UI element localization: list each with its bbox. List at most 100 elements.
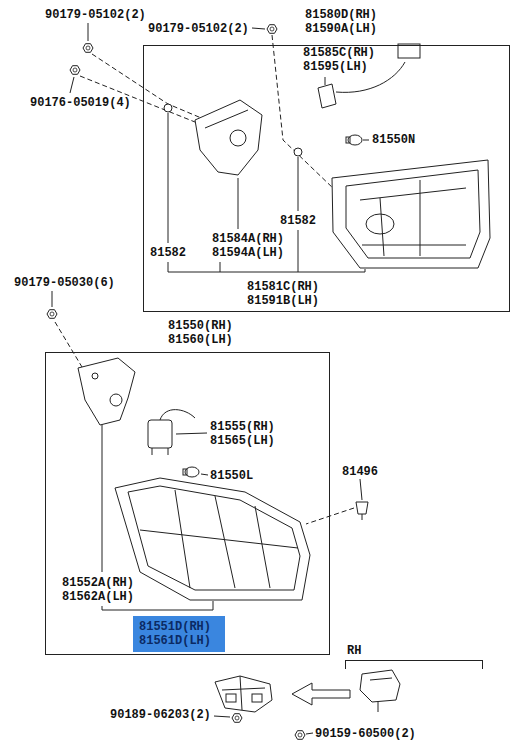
lamp-lens [175, 490, 190, 588]
lamp-lens [360, 188, 466, 200]
bracket-part [215, 676, 272, 712]
bracket-plate [230, 130, 246, 146]
leader-line [70, 77, 74, 93]
socket-wire [318, 84, 336, 108]
part-number: 81584A(RH) 81594A(LH) [212, 232, 291, 260]
part-number: 90179-05102(2) [148, 22, 249, 36]
socket-wire [148, 420, 172, 448]
parts-illustration [47, 23, 490, 739]
leader-line [168, 113, 169, 243]
leader-line [238, 178, 239, 229]
bolt-symbol [295, 731, 305, 740]
lamp-lens [115, 478, 310, 600]
part-number: 81582 [280, 214, 316, 228]
bracket-part [222, 688, 265, 690]
part-number: 81552A(RH) 81562A(LH) [62, 576, 141, 604]
washer [294, 148, 302, 156]
part-number: 90179-05030(6) [14, 276, 115, 290]
lamp-lens [332, 160, 490, 268]
leader-line [52, 23, 369, 734]
part-number: 81585C(RH) 81595(LH) [303, 46, 382, 74]
part-number-holder: 81585C(RH) 81595(LH) [303, 46, 382, 74]
lamp-lens [332, 160, 490, 268]
bolt-symbol [47, 310, 57, 319]
part-number-holder: 81581C(RH) 81591B(LH) [247, 280, 326, 308]
highlight-text: 81551D(RH) 81561D(LH) [139, 620, 218, 648]
leader-line [201, 474, 208, 475]
leader-line [360, 479, 362, 500]
lamp-lens [115, 478, 310, 600]
bulb [346, 137, 350, 143]
detail-bracket: RH [345, 660, 483, 669]
bolt-symbol [70, 66, 80, 75]
bracket-part [360, 670, 400, 712]
direction-arrow [292, 683, 350, 705]
highlight-box: 81551D(RH) 81561D(LH) [133, 616, 225, 652]
part-number-holder: 81550L [210, 469, 253, 483]
bracket-plate [78, 358, 135, 425]
part-number-holder: 81584A(RH) 81594A(LH) [212, 232, 291, 260]
assembly-heading: RH [347, 644, 483, 658]
bolt-symbol [232, 714, 242, 723]
leader-line [176, 433, 207, 434]
lamp-lens [366, 214, 394, 234]
bracket-part [226, 694, 236, 702]
bolt-symbol [47, 25, 305, 740]
leader-line [298, 230, 299, 272]
part-number: 90179-05102(2) [45, 8, 146, 22]
part-number: 90189-06203(2) [110, 708, 211, 722]
leader-line [252, 28, 265, 29]
lamp-lens [380, 198, 384, 256]
bulb [183, 469, 187, 475]
part-number-holder: 81496 [342, 465, 378, 479]
assembly-dash-line [55, 322, 85, 372]
lamp-lens [140, 530, 298, 548]
bracket-plate [110, 394, 122, 406]
washer [164, 104, 302, 156]
leader-line [220, 262, 221, 272]
bracket-part [252, 694, 262, 702]
lamp-lens [362, 245, 466, 246]
bolt-symbol [267, 25, 277, 34]
clip [356, 502, 368, 514]
socket-wire [168, 448, 169, 455]
part-number-holder: 90159-60500(2) [315, 727, 416, 741]
lamp-lens [255, 506, 270, 588]
lamp-lens [215, 496, 235, 588]
assembly-box: 81550(RH) 81560(LH)81551D(RH) 81561D(LH) [45, 352, 330, 655]
bracket-plate [195, 100, 262, 175]
part-number-holder: 81582 [150, 246, 186, 260]
part-number: 81496 [342, 465, 378, 479]
part-number-holder: 90189-06203(2) [110, 708, 211, 722]
assembly-heading: 81580D(RH) 81590A(LH) [305, 8, 384, 36]
part-number: 90159-60500(2) [315, 727, 416, 741]
part-number-holder: 81582 [280, 214, 316, 228]
bulb [183, 467, 199, 477]
part-number-holder: 90179-05030(6) [14, 276, 115, 290]
lamp-lens [420, 180, 421, 256]
leader-line [363, 140, 369, 141]
bracket-part [370, 678, 392, 680]
leader-line [298, 157, 299, 211]
bracket-part [378, 702, 379, 712]
part-number: 81581C(RH) 81591B(LH) [247, 280, 326, 308]
lamp-lens [346, 170, 480, 258]
part-number: 90176-05019(4) [30, 96, 131, 110]
part-number: 81555(RH) 81565(LH) [210, 420, 289, 448]
washer [164, 104, 172, 112]
bracket-part [240, 676, 242, 710]
part-number-holder: 90176-05019(4) [30, 96, 131, 110]
bracket-part [360, 670, 400, 702]
leader-line [214, 716, 230, 717]
leader-line [88, 23, 89, 41]
bracket-part [215, 676, 272, 712]
bracket-plate [78, 358, 135, 425]
clip [356, 502, 368, 520]
part-number-holder: 81550N [372, 133, 415, 147]
leader-line [325, 77, 326, 85]
socket-wire [398, 44, 420, 58]
part-number: 81550L [210, 469, 253, 483]
bracket-plate [195, 100, 262, 175]
